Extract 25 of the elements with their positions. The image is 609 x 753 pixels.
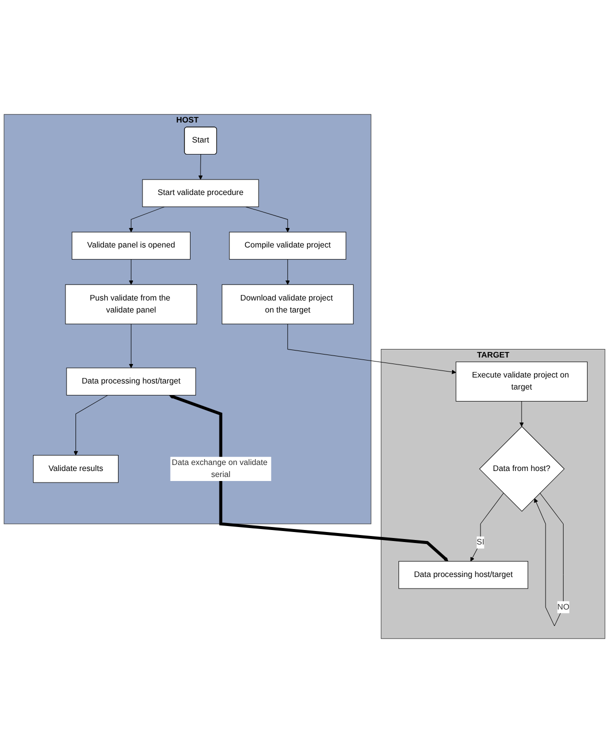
arrow [287, 324, 456, 374]
node-box: Data processing host/target [66, 368, 196, 396]
node-box: Push validate from the validate panel [65, 284, 198, 324]
node-box: Compile validate project [229, 232, 346, 260]
node-diamond: Data from host? [479, 426, 565, 512]
node-box: Download validate project on the target [222, 284, 354, 324]
edge-label: Data exchange on validate serial [172, 458, 268, 479]
arrow [519, 401, 524, 427]
edge-label: SI [476, 538, 484, 547]
node-box: Start validate procedure [142, 179, 259, 208]
node-box: Execute validate project on target [456, 362, 588, 402]
arrow [168, 394, 448, 562]
arrow [198, 154, 203, 180]
node-box: Data processing host/target [398, 561, 528, 589]
node-box: Validate panel is opened [72, 232, 190, 260]
edge-label: NO [557, 602, 570, 612]
arrow [534, 492, 564, 626]
arrow [285, 259, 290, 285]
arrow [74, 394, 108, 456]
arrow [128, 259, 134, 285]
node-box: Validate results [33, 455, 119, 483]
arrow [470, 492, 504, 562]
arrow [128, 324, 134, 368]
arrow [128, 206, 165, 232]
arrow [246, 206, 290, 232]
